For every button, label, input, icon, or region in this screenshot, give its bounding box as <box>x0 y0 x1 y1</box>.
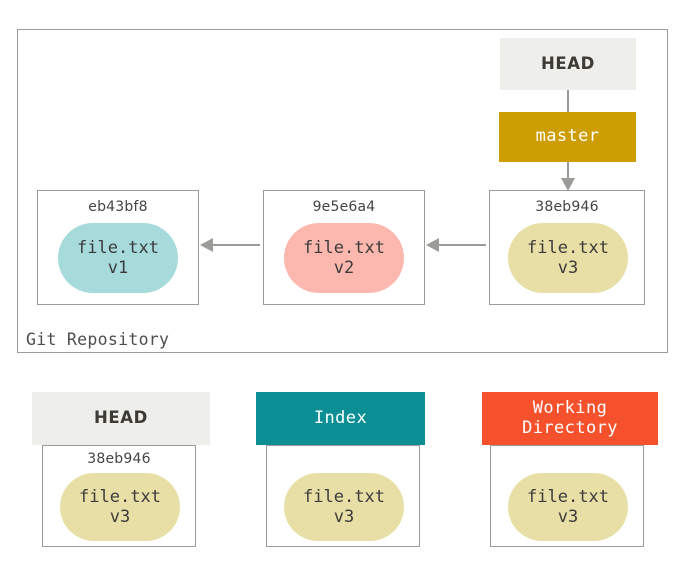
connector-commit2-to-commit1 <box>212 244 260 246</box>
head-pointer-box[interactable]: HEAD <box>500 38 636 90</box>
blob-filename-working: file.txt <box>527 486 609 507</box>
blob-filename-2: file.txt <box>303 237 385 258</box>
blob-version-working: v3 <box>557 507 579 527</box>
blob-filename-head: file.txt <box>79 486 161 507</box>
connector-head-to-master <box>567 90 569 112</box>
connector-commit3-to-commit2 <box>438 244 486 246</box>
arrowhead-left-commit2 <box>426 238 439 252</box>
head-pointer-label: HEAD <box>541 53 595 73</box>
connector-master-to-commit3 <box>567 162 569 181</box>
blob-version-1: v1 <box>107 258 129 278</box>
area-box-head[interactable]: 38eb946 file.txt v3 <box>42 445 196 547</box>
area-box-index[interactable]: file.txt v3 <box>266 445 420 547</box>
blob-v2: file.txt v2 <box>284 223 404 293</box>
area-header-index[interactable]: Index <box>256 392 425 445</box>
git-repository-label: Git Repository <box>26 330 170 349</box>
arrowhead-down-commit3 <box>561 178 575 191</box>
blob-filename-index: file.txt <box>303 486 385 507</box>
blob-v1: file.txt v1 <box>58 223 178 293</box>
commit-box-38eb946[interactable]: 38eb946 file.txt v3 <box>489 190 645 305</box>
blob-version-3: v3 <box>557 258 579 278</box>
blob-version-head: v3 <box>109 507 131 527</box>
commit-hash-3: 38eb946 <box>535 199 599 215</box>
area-header-head-label: HEAD <box>94 408 148 428</box>
area-header-working-directory[interactable]: Working Directory <box>482 392 658 445</box>
commit-box-eb43bf8[interactable]: eb43bf8 file.txt v1 <box>37 190 199 305</box>
blob-version-2: v2 <box>333 258 355 278</box>
arrowhead-left-commit1 <box>200 238 213 252</box>
blob-working-v3: file.txt v3 <box>508 473 628 541</box>
blob-v3: file.txt v3 <box>508 223 628 293</box>
commit-hash-1: eb43bf8 <box>88 199 148 215</box>
area-hash-head: 38eb946 <box>87 451 151 467</box>
master-branch-box[interactable]: master <box>499 112 636 162</box>
blob-filename-3: file.txt <box>527 237 609 258</box>
blob-filename-1: file.txt <box>77 237 159 258</box>
master-branch-label: master <box>535 126 600 147</box>
blob-index-v3: file.txt v3 <box>284 473 404 541</box>
commit-hash-2: 9e5e6a4 <box>312 199 376 215</box>
area-header-working-label-line2: Directory <box>522 417 618 438</box>
blob-version-index: v3 <box>333 507 355 527</box>
blob-head-v3: file.txt v3 <box>60 473 180 541</box>
commit-box-9e5e6a4[interactable]: 9e5e6a4 file.txt v2 <box>263 190 425 305</box>
area-header-index-label: Index <box>313 407 368 428</box>
area-box-working-directory[interactable]: file.txt v3 <box>490 445 644 547</box>
area-header-working-label-line1: Working <box>532 398 608 419</box>
area-header-head[interactable]: HEAD <box>32 392 210 445</box>
